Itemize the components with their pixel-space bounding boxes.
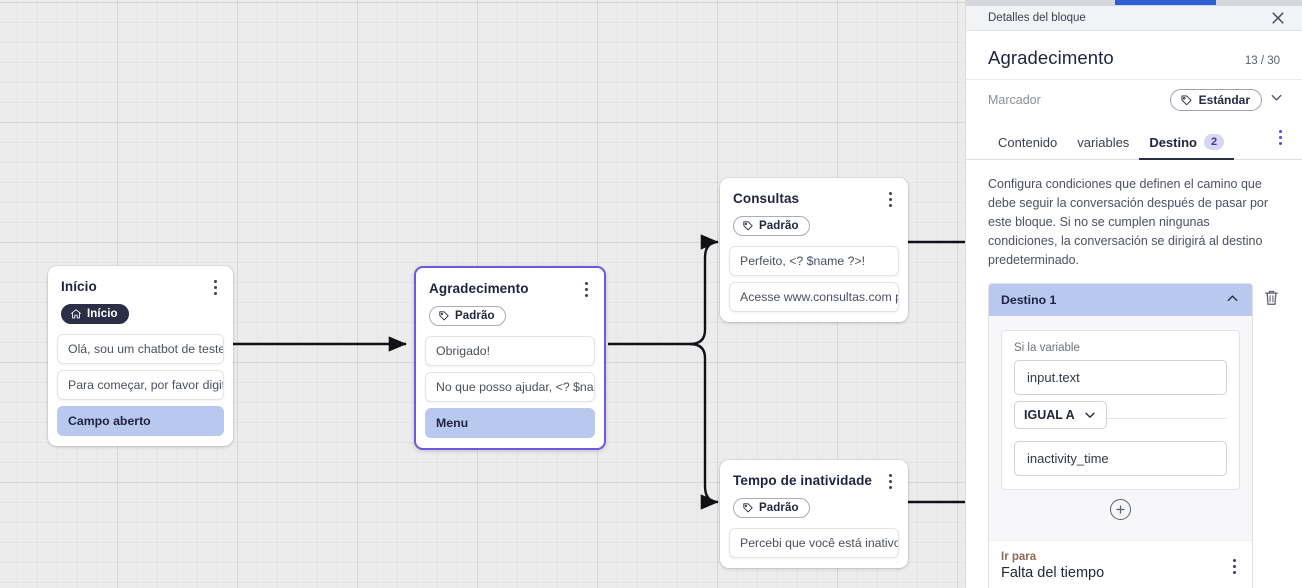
tab-label: Destino: [1149, 134, 1197, 150]
node-message-highlighted[interactable]: Campo aberto: [57, 406, 224, 436]
node-menu-kebab-icon[interactable]: [882, 472, 898, 490]
goto-label: Ir para: [1001, 551, 1037, 563]
destination-body: Si la variable input.text IGUAL A: [989, 316, 1252, 534]
destination-card: Destino 1 Si la variable input.text: [988, 283, 1253, 588]
character-count: 13 / 30: [1244, 55, 1280, 67]
node-title: Tempo de inatividade: [733, 473, 873, 488]
comparison-value-field[interactable]: inactivity_time: [1014, 441, 1227, 476]
tag-icon: [1181, 94, 1192, 105]
node-tag-label: Padrão: [759, 502, 799, 514]
home-icon: [71, 309, 81, 319]
plus-circle-icon[interactable]: [1110, 499, 1131, 520]
operator-label: IGUAL A: [1024, 408, 1075, 422]
node-messages: Percebi que você está inativo. C...: [720, 519, 908, 568]
node-header: Agradecimento Padrão: [416, 268, 604, 327]
node-message[interactable]: Olá, sou um chatbot de teste!: [57, 334, 224, 364]
tag-icon: [439, 311, 449, 321]
panel-overflow-kebab-icon[interactable]: [1273, 120, 1288, 159]
node-header: Consultas Padrão: [720, 178, 908, 237]
panel-titlebar: Detalles del bloque: [966, 6, 1302, 31]
node-header: Tempo de inatividade Padrão: [720, 460, 908, 519]
node-tag-badge[interactable]: Início: [61, 304, 129, 324]
tab-destino[interactable]: Destino 2: [1139, 127, 1234, 160]
node-tempo-de-inatividade[interactable]: Tempo de inatividade Padrão Percebi que …: [720, 460, 908, 568]
close-icon[interactable]: [1270, 10, 1286, 26]
node-tag-label: Padrão: [455, 310, 495, 322]
goto-menu-kebab-icon[interactable]: [1229, 555, 1240, 578]
goto-text: Ir para Falta del tiempo: [1001, 551, 1104, 581]
divider: [1014, 418, 1227, 419]
panel-tabs: Contenido variables Destino 2: [966, 120, 1302, 160]
node-title: Início: [61, 279, 97, 294]
block-details-panel: Detalles del bloque Agradecimento 13 / 3…: [965, 0, 1302, 588]
chevron-down-icon: [1085, 412, 1095, 418]
destination-row: Destino 1 Si la variable input.text: [988, 283, 1280, 588]
operator-select[interactable]: IGUAL A: [1014, 401, 1107, 429]
node-menu-kebab-icon[interactable]: [578, 280, 594, 298]
node-title: Consultas: [733, 191, 800, 206]
panel-heading: Agradecimento 13 / 30: [966, 31, 1302, 80]
goto-section[interactable]: Ir para Falta del tiempo: [989, 540, 1252, 588]
tab-badge-count: 2: [1203, 134, 1225, 150]
node-tag-badge[interactable]: Padrão: [733, 216, 810, 236]
node-message[interactable]: Percebi que você está inativo. C...: [729, 528, 899, 558]
node-title: Agradecimento: [429, 281, 529, 296]
condition-label: Si la variable: [1014, 342, 1080, 354]
node-messages: Obrigado! No que posso ajudar, <? $name …: [416, 327, 604, 448]
node-message[interactable]: No que posso ajudar, <? $name ...: [425, 372, 595, 402]
node-message[interactable]: Obrigado!: [425, 336, 595, 366]
node-message[interactable]: Perfeito, <? $name ?>!: [729, 246, 899, 276]
chevron-up-icon[interactable]: [1225, 291, 1240, 309]
edge-branch-inatividade: [689, 342, 719, 510]
add-condition-row: [1001, 490, 1240, 524]
edge-branch-consultas: [689, 234, 719, 346]
tab-contenido[interactable]: Contenido: [988, 128, 1067, 159]
node-message[interactable]: Acesse www.consultas.com par...: [729, 282, 899, 312]
destino-description: Configura condiciones que definen el cam…: [988, 177, 1269, 267]
panel-titlebar-label: Detalles del bloque: [988, 12, 1086, 24]
marcador-label: Marcador: [988, 93, 1041, 107]
node-consultas[interactable]: Consultas Padrão Perfeito, <? $name ?>! …: [720, 178, 908, 322]
marcador-row: Marcador Estándar: [966, 80, 1302, 120]
destination-header[interactable]: Destino 1: [989, 284, 1252, 316]
marcador-control: Estándar: [1169, 89, 1284, 111]
page-title: Agradecimento: [988, 47, 1114, 68]
destination-title: Destino 1: [1001, 293, 1057, 307]
tag-icon: [743, 503, 753, 513]
node-inicio[interactable]: Início Início Olá, sou um chatbot de tes…: [48, 266, 233, 446]
node-message-highlighted[interactable]: Menu: [425, 408, 595, 438]
node-messages: Olá, sou um chatbot de teste! Para começ…: [48, 325, 233, 446]
horizontal-scrollbar[interactable]: [966, 0, 1302, 6]
panel-content: Configura condiciones que definen el cam…: [966, 160, 1302, 588]
variable-field[interactable]: input.text: [1014, 360, 1227, 395]
node-agradecimento[interactable]: Agradecimento Padrão Obrigado! No que po…: [414, 266, 606, 450]
node-tag-badge[interactable]: Padrão: [429, 306, 506, 326]
node-message[interactable]: Para começar, por favor digite o ...: [57, 370, 224, 400]
tab-label: variables: [1077, 135, 1130, 150]
node-menu-kebab-icon[interactable]: [882, 190, 898, 208]
node-tag-label: Padrão: [759, 220, 799, 232]
tab-variables[interactable]: variables: [1067, 128, 1139, 159]
node-tag-badge[interactable]: Padrão: [733, 498, 810, 518]
operator-row: IGUAL A: [1014, 401, 1227, 435]
scrollbar-thumb[interactable]: [1115, 0, 1216, 5]
tag-icon: [743, 221, 753, 231]
chevron-down-icon[interactable]: [1269, 90, 1284, 110]
node-tag-label: Início: [87, 308, 118, 320]
condition-box: Si la variable input.text IGUAL A: [1001, 330, 1240, 490]
marcador-value-label: Estándar: [1198, 93, 1250, 107]
flow-edges: [233, 234, 965, 510]
goto-value: Falta del tiempo: [1001, 565, 1105, 581]
tab-label: Contenido: [998, 135, 1058, 150]
node-header: Início Início: [48, 266, 233, 325]
node-menu-kebab-icon[interactable]: [207, 278, 223, 296]
flow-canvas[interactable]: Início Início Olá, sou um chatbot de tes…: [0, 0, 965, 588]
marcador-value-pill[interactable]: Estándar: [1169, 89, 1262, 111]
node-messages: Perfeito, <? $name ?>! Acesse www.consul…: [720, 237, 908, 322]
trash-icon[interactable]: [1253, 283, 1280, 312]
